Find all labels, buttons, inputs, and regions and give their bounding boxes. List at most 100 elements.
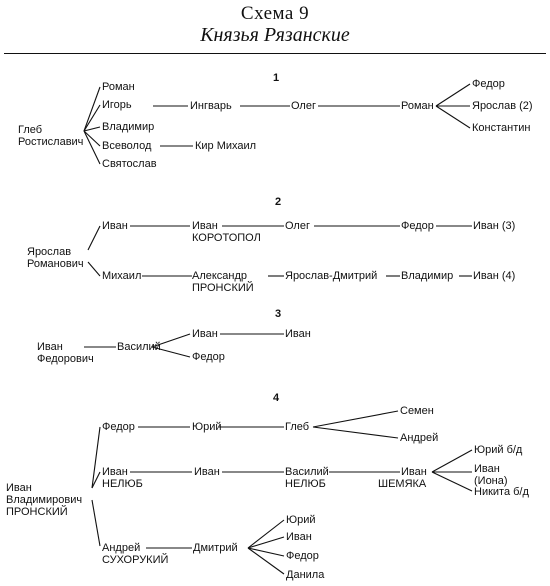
person-yuriy-bd: Юрий б/д <box>474 444 523 456</box>
line-roman-fedor <box>435 83 471 107</box>
person-roman: Роман <box>102 81 135 93</box>
person-vladimir: Владимир <box>401 270 454 282</box>
line-yar-ivan <box>87 225 101 251</box>
line-gleb-svyatoslav <box>83 130 101 165</box>
person-ivan-korotopol: Иван КОРОТОПОЛ <box>192 220 261 244</box>
person-fedor: Федор <box>401 220 434 232</box>
person-svyatoslav: Святослав <box>102 158 157 170</box>
person-ivan-4: Иван (4) <box>473 270 516 282</box>
line-gleb-roman <box>83 86 101 132</box>
line-dmitriy-yuriy <box>247 519 285 549</box>
person-ivan-iona: Иван (Иона) <box>474 463 508 487</box>
section-4-number: 4 <box>273 392 280 404</box>
person-vasiliy-nelub: Василий НЕЛЮБ <box>285 466 329 490</box>
line-gleb-vsevolod <box>83 130 101 147</box>
person-patronymic: Федорович <box>37 353 94 365</box>
section-2-number: 2 <box>275 196 282 208</box>
line-ivanv-ivan <box>91 471 101 489</box>
line-ivanv-fedor <box>91 426 101 489</box>
line-ivanv-andrey <box>91 499 101 547</box>
person-gleb: Глеб <box>285 421 310 433</box>
person-nickname: ПРОНСКИЙ <box>6 506 68 518</box>
line-shemyaka-nikita <box>431 471 473 492</box>
person-vasiliy: Василий <box>117 341 161 353</box>
line-yar-mikhail <box>87 261 101 277</box>
person-name: Иван <box>102 466 128 478</box>
line-dmitriy-danila <box>247 547 285 575</box>
line-gleb-vladimir <box>83 126 101 132</box>
person-vladimir: Владимир <box>102 121 155 133</box>
person-name: Иван <box>192 220 218 232</box>
person-roman-2: Роман <box>401 100 434 112</box>
person-oleg: Олег <box>285 220 310 232</box>
person-name: Иван <box>37 341 63 353</box>
person-yuriy: Юрий <box>192 421 222 433</box>
line-gleb-igor <box>83 104 101 132</box>
person-vsevolod: Всеволод <box>102 140 152 152</box>
person-nickname: КОРОТОПОЛ <box>192 232 261 244</box>
person-fedor-son: Федор <box>286 550 319 562</box>
line-vasiliy-fedor <box>151 346 191 358</box>
section-1-number: 1 <box>273 72 280 84</box>
person-patronymic: Романович <box>27 258 84 270</box>
line-dmitriy-ivan <box>247 536 285 549</box>
person-yaroslav-dmitriy: Ярослав-Дмитрий <box>285 270 378 282</box>
line-dmitriy-fedor <box>247 547 285 557</box>
line-roman-konstantin <box>435 105 471 129</box>
person-semen: Семен <box>400 405 434 417</box>
line-shemyaka-yuriybd <box>431 449 473 473</box>
person-dmitriy: Дмитрий <box>193 542 238 554</box>
person-andrey: Андрей <box>400 432 439 444</box>
person-ivan-2: Иван <box>285 328 311 340</box>
person-konstantin: Константин <box>472 122 531 134</box>
person-name: Андрей <box>102 542 141 554</box>
person-yaroslav: Ярослав (2) <box>472 100 533 112</box>
person-fedor: Федор <box>192 351 225 363</box>
person-nickname: СУХОРУКИЙ <box>102 554 169 566</box>
person-nickname: НЕЛЮБ <box>285 478 326 490</box>
person-name: Иван <box>474 463 500 475</box>
person-kir-mikhail: Кир Михаил <box>195 140 257 152</box>
person-ivan-shemyaka: Иван ШЕМЯКА <box>378 466 427 490</box>
line-vasiliy-ivan <box>151 333 191 348</box>
person-monastic-name: (Иона) <box>474 475 508 487</box>
person-danila-son: Данила <box>286 569 325 581</box>
person-nickname: ШЕМЯКА <box>378 478 427 490</box>
person-ivan-nelub: Иван НЕЛЮБ <box>102 466 143 490</box>
person-andrey-sukhorukiy: Андрей СУХОРУКИЙ <box>102 542 168 566</box>
person-name: Иван <box>6 482 32 494</box>
person-name: Иван <box>401 466 427 478</box>
person-nickname: ПРОНСКИЙ <box>192 282 254 294</box>
person-gleb-rostislavich: Глеб Ростиславич <box>18 124 83 148</box>
person-name: Ярослав <box>27 246 72 258</box>
person-nickname: НЕЛЮБ <box>102 478 143 490</box>
person-patronymic: Владимирович <box>6 494 83 506</box>
title-rule <box>4 53 546 54</box>
person-name: Александр <box>192 270 248 282</box>
person-patronymic: Ростиславич <box>18 136 84 148</box>
person-ivan-son: Иван <box>286 531 312 543</box>
person-ivan: Иван <box>102 220 128 232</box>
person-ivan-3: Иван (3) <box>473 220 516 232</box>
person-name: Василий <box>285 466 329 478</box>
person-fedor: Федор <box>102 421 135 433</box>
person-igor: Игорь <box>102 99 132 111</box>
person-ivan-vladimirovich-pronskiy: Иван Владимирович ПРОНСКИЙ <box>6 482 82 518</box>
line-gleb-semen <box>312 410 399 428</box>
person-ivan-fedorovich: Иван Федорович <box>37 341 94 365</box>
scheme-subtitle: Князья Рязанские <box>200 24 350 46</box>
person-ivan: Иван <box>194 466 220 478</box>
person-oleg: Олег <box>291 100 316 112</box>
person-aleksandr-pronskiy: Александр ПРОНСКИЙ <box>192 270 254 294</box>
person-name: Глеб <box>18 124 43 136</box>
person-mikhail: Михаил <box>102 270 142 282</box>
person-nikita-bd: Никита б/д <box>474 486 529 498</box>
section-3-number: 3 <box>275 308 282 320</box>
person-ingvar: Ингварь <box>190 100 232 112</box>
scheme-title: Схема 9 <box>240 3 310 24</box>
person-yaroslav-romanovich: Ярослав Романович <box>27 246 84 270</box>
person-fedor: Федор <box>472 78 505 90</box>
person-ivan: Иван <box>192 328 218 340</box>
